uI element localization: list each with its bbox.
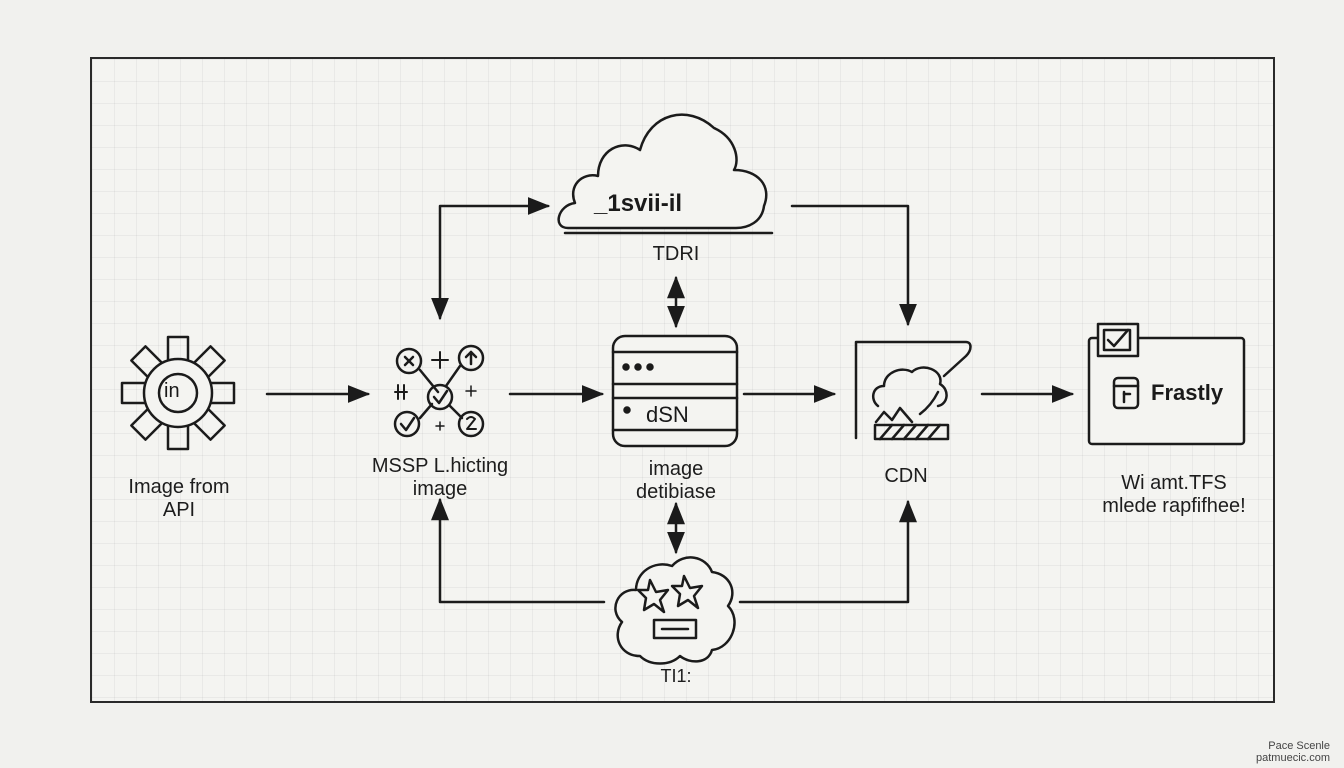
fastly-title: Frastly: [1151, 380, 1224, 405]
database-icon: [611, 334, 739, 448]
source-label-line1: Image from: [128, 476, 230, 498]
arrow-processor-cloud-top: [431, 197, 551, 321]
footer-credit: Pace Scenle patmuecic.com: [1256, 740, 1330, 764]
gear-icon: [120, 335, 236, 451]
footer-line1: Pace Scenle: [1268, 740, 1330, 752]
bottom-cloud-icon: [614, 556, 736, 665]
source-label-line2: API: [162, 499, 196, 521]
source-label: Image from API: [104, 476, 254, 522]
database-label-line1: image: [648, 458, 704, 480]
processor-label-line1: MSSP L.hicting: [371, 455, 509, 477]
cdn-label: CDN: [884, 465, 928, 487]
fastly-label-line2: mlede rapfifhee!: [1102, 495, 1246, 517]
top-cloud-icon: [557, 113, 774, 235]
bottom-cloud-label: TI1:: [660, 666, 692, 686]
top-cloud-text: _1svii-il: [594, 190, 683, 217]
fastly-label: Wi amt.TFS mlede rapfifhee!: [1074, 472, 1274, 518]
cdn-icon: [854, 340, 972, 441]
database-label: image detibiase: [596, 458, 756, 504]
gear-icon-text: in: [164, 380, 180, 402]
fastly-box: [1087, 322, 1246, 446]
arrow-cloud-bottom-to-cdn: [738, 499, 917, 604]
processor-label-line2: image: [412, 478, 468, 500]
processing-network-icon: [393, 344, 485, 438]
processor-label: MSSP L.hicting image: [350, 455, 530, 501]
footer-line2: patmuecic.com: [1256, 752, 1330, 764]
top-cloud-label: TDRI: [652, 243, 700, 265]
arrow-cloud-bottom-to-processor: [431, 497, 606, 604]
fastly-label-line1: Wi amt.TFS: [1121, 472, 1227, 494]
arrow-cloud-top-to-cdn: [790, 204, 917, 327]
database-label-line2: detibiase: [635, 481, 717, 503]
database-text: dSN: [646, 402, 689, 427]
